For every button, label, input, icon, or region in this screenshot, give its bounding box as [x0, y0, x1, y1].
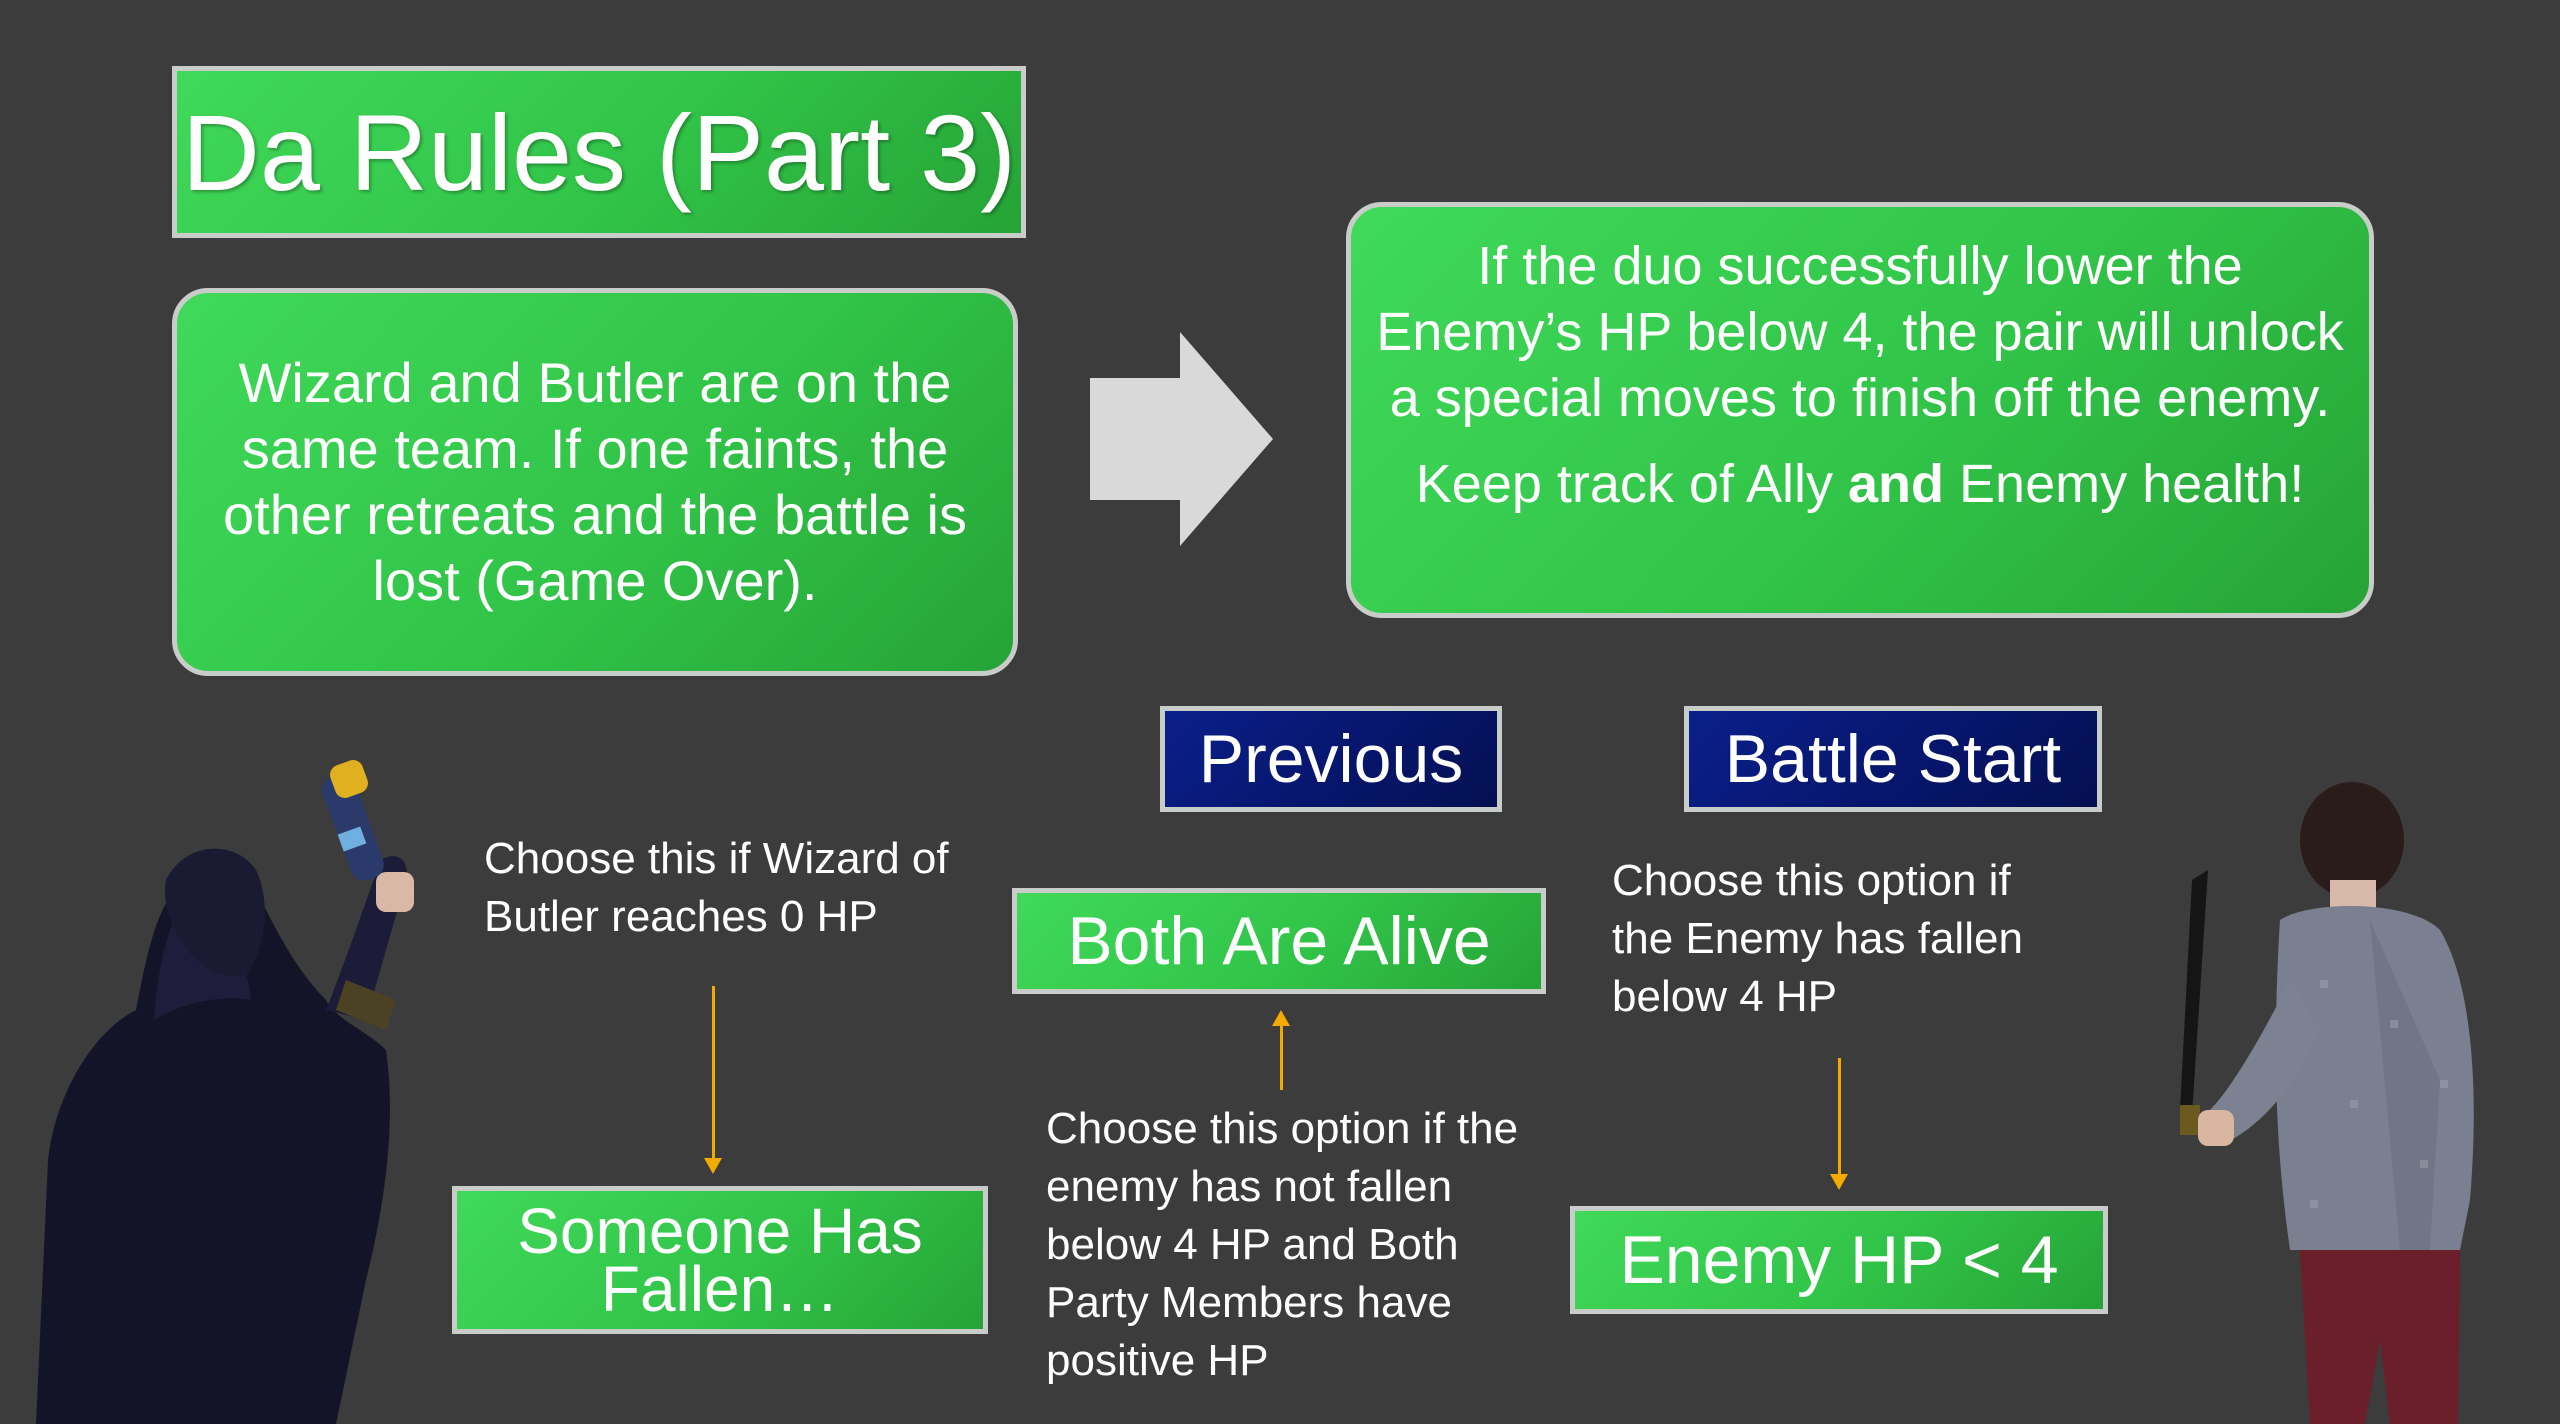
right-arrow-icon [1090, 332, 1273, 546]
note-alive: Choose this option if the enemy has not … [1046, 1104, 1519, 1385]
note-fallen: Choose this if Wizard of Butler reaches … [484, 834, 949, 941]
rule-keep-track: Keep track of Ally and Enemy health! [1375, 451, 2345, 517]
rule-team-text: Wizard and Butler are on the same team. … [223, 351, 967, 612]
someone-fallen-label: Someone Has Fallen… [517, 1195, 923, 1325]
title-box: Da Rules (Part 3) [172, 66, 1026, 238]
enemy-hp-button[interactable]: Enemy HP < 4 [1570, 1206, 2108, 1314]
both-alive-label: Both Are Alive [1067, 903, 1491, 979]
someone-fallen-button[interactable]: Someone Has Fallen… [452, 1186, 988, 1334]
both-alive-button[interactable]: Both Are Alive [1012, 888, 1546, 994]
previous-label: Previous [1198, 721, 1464, 797]
wizard-character [36, 760, 414, 1424]
keep-track-bold: and [1848, 454, 1945, 514]
rule-enemy-box: If the duo successfully lower the Enemy’… [1346, 202, 2374, 618]
battle-start-label: Battle Start [1724, 721, 2062, 797]
rule-team-box: Wizard and Butler are on the same team. … [172, 288, 1018, 676]
rule-enemy-text: If the duo successfully lower the Enemy’… [1376, 236, 2344, 428]
keep-track-pre: Keep track of Ally [1415, 454, 1848, 514]
enemy-hp-label: Enemy HP < 4 [1619, 1222, 2059, 1298]
keep-track-post: Enemy health! [1944, 454, 2305, 514]
previous-button[interactable]: Previous [1160, 706, 1502, 812]
page-title: Da Rules (Part 3) [181, 91, 1017, 213]
note-enemy: Choose this option if the Enemy has fall… [1612, 856, 2023, 1021]
battle-start-button[interactable]: Battle Start [1684, 706, 2102, 812]
butler-character [2180, 782, 2474, 1424]
